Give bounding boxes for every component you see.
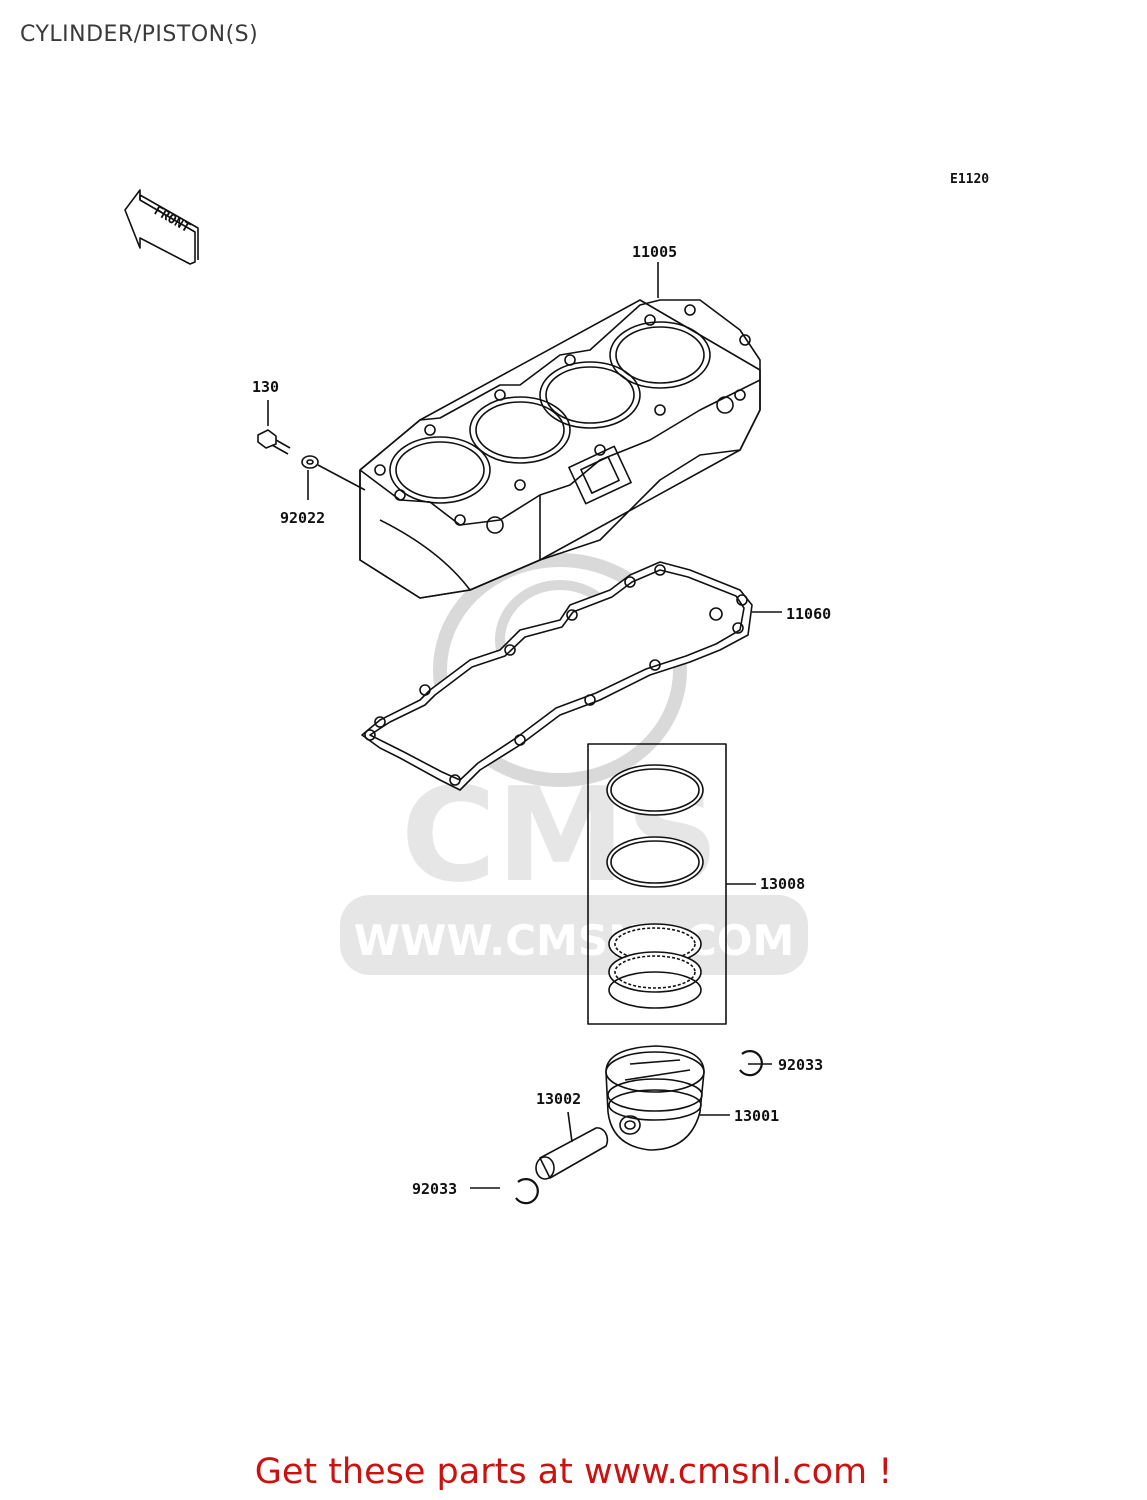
piston-ring-set-13008 — [587, 743, 756, 1025]
page-title: CYLINDER/PISTON(S) — [20, 22, 259, 47]
label-11005: 11005 — [632, 243, 677, 261]
diagram-code: E1120 — [950, 172, 990, 187]
front-arrow-icon: FRONT — [124, 189, 199, 265]
label-13008: 13008 — [760, 875, 805, 893]
label-92022: 92022 — [280, 509, 325, 527]
gasket-11060 — [361, 561, 782, 791]
watermark-url: WWW.CMSNL.COM — [354, 916, 795, 965]
footer-link[interactable]: Get these parts at www.cmsnl.com ! — [254, 1452, 893, 1492]
snap-ring-92033-upper — [739, 1050, 772, 1077]
label-92033-lower: 92033 — [412, 1180, 457, 1198]
snap-ring-92033-lower — [470, 1178, 539, 1205]
washer-92022 — [301, 455, 366, 500]
label-13001: 13001 — [734, 1107, 779, 1125]
cylinder-block-11005 — [359, 299, 761, 599]
piston-pin-13002 — [535, 1111, 609, 1180]
piston-13001 — [605, 1045, 730, 1151]
label-130: 130 — [252, 378, 279, 396]
label-11060: 11060 — [786, 605, 831, 623]
label-13002: 13002 — [536, 1090, 581, 1108]
label-92033-upper: 92033 — [778, 1056, 823, 1074]
bolt-130 — [257, 400, 291, 455]
